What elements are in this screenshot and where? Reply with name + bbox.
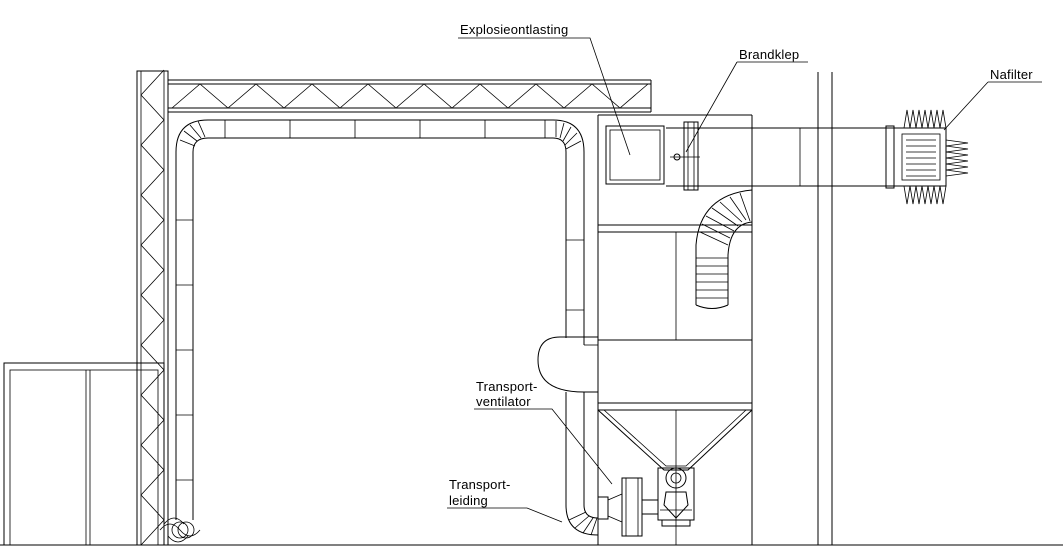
transport-duct <box>175 119 585 520</box>
label-transport-duct-line2: leiding <box>449 493 488 508</box>
label-transport-duct-line1: Transport- <box>449 477 510 492</box>
truss-column <box>136 69 169 546</box>
label-transport-fan-line1: Transport- <box>476 379 537 394</box>
outlet-duct <box>666 121 900 191</box>
label-after-filter: Nafilter <box>990 67 1033 82</box>
right-columns <box>817 72 833 545</box>
label-transport-fan-line2: ventilator <box>476 394 531 409</box>
after-filter <box>885 109 969 205</box>
left-cabinet <box>3 362 165 546</box>
truss-beam <box>168 79 652 113</box>
leader-lines <box>447 37 1042 523</box>
internal-flex-hose <box>695 189 753 309</box>
transport-fan <box>597 467 695 537</box>
main-building <box>597 114 753 545</box>
transport-duct-lower <box>159 392 599 543</box>
duct-hood <box>537 336 598 393</box>
explosion-vent-panel <box>605 125 665 185</box>
label-explosion-vent: Explosieontlasting <box>460 22 568 37</box>
fire-damper-body <box>683 121 699 191</box>
label-fire-damper: Brandklep <box>739 47 799 62</box>
